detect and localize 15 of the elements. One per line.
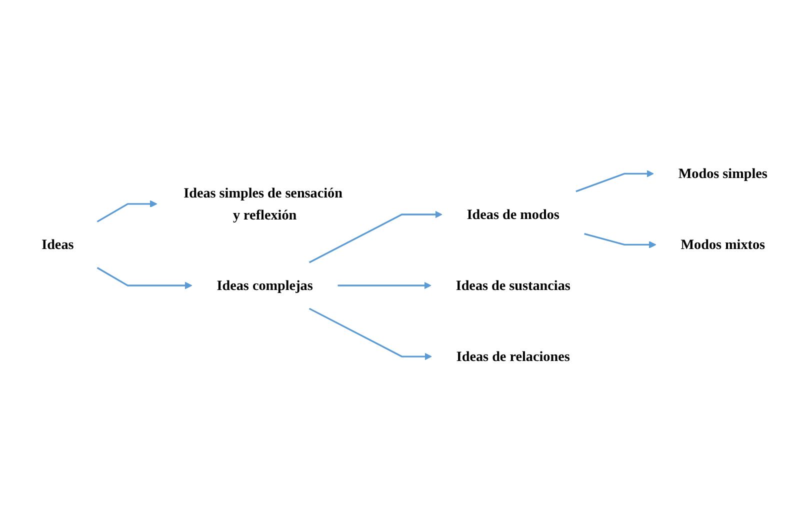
node-text: Ideas de sustancias — [456, 277, 570, 294]
arrow — [308, 308, 432, 360]
node-text: Ideas — [42, 236, 74, 252]
arrow — [584, 232, 656, 248]
arrow — [96, 266, 192, 290]
node-text: Modos simples — [678, 165, 768, 182]
arrow — [338, 282, 432, 290]
node-text: Ideas de relaciones — [456, 348, 570, 364]
node-text: Ideas de modos — [466, 206, 560, 222]
arrow — [96, 200, 158, 222]
node-text: Ideas complejas — [216, 277, 313, 294]
node-text: Modos mixtos — [680, 236, 766, 252]
node-text: Ideas simples de sensación y reflexión — [184, 185, 342, 222]
arrow — [576, 170, 654, 192]
arrow — [308, 210, 442, 264]
